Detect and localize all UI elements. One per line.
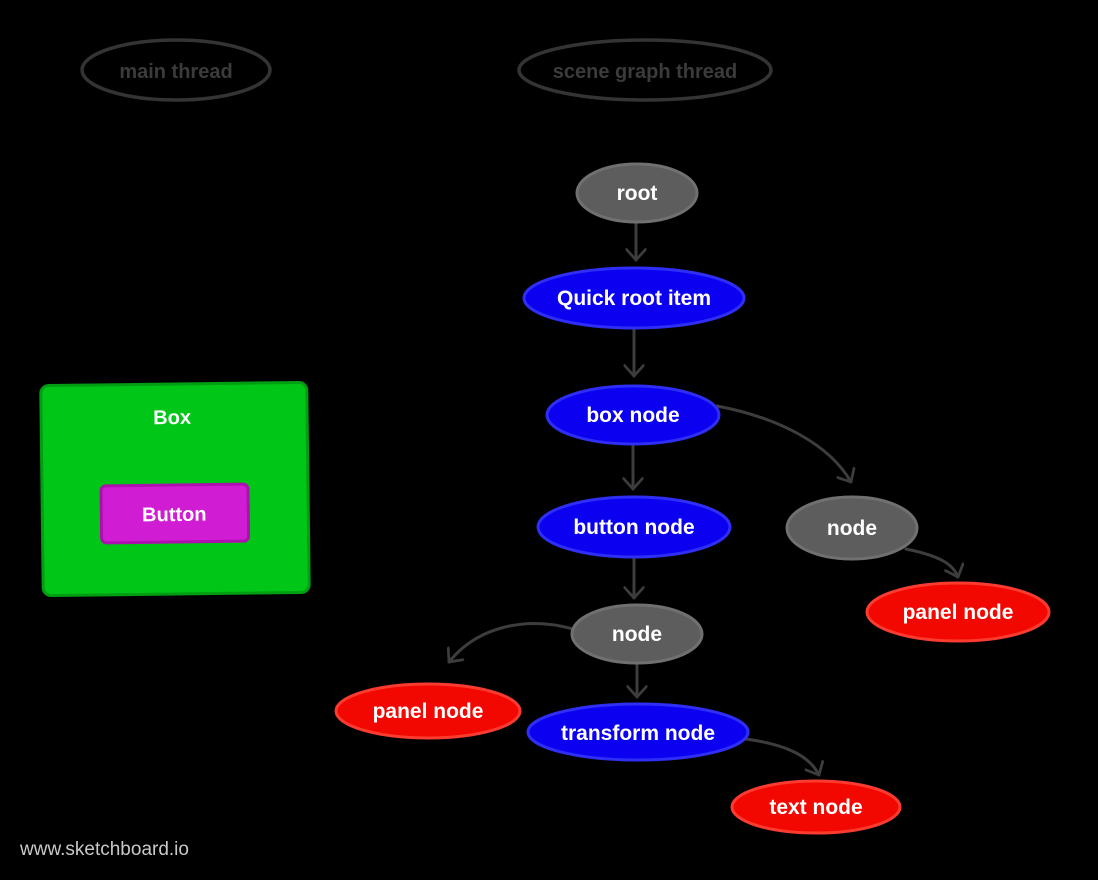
node-text-node-label: text node [769,796,862,819]
ui-preview-group: Box Button [39,380,311,598]
node-panel-node-right-label: panel node [903,601,1014,624]
node-root-ellipse[interactable] [575,162,699,224]
node-button-node-ellipse[interactable] [536,495,732,559]
node-button-node-label: button node [573,516,694,539]
node-box-node[interactable]: box node [545,384,721,446]
node-transform-node[interactable]: transform node [526,702,750,762]
edge-node-right-to-panel-node-right[interactable] [904,547,958,579]
node-panel-node-right[interactable]: panel node [865,581,1051,643]
node-transform-node-ellipse[interactable] [526,702,750,762]
node-box-node-label: box node [586,404,679,427]
node-quick-root-item-label: Quick root item [557,287,711,310]
node-text-node-ellipse[interactable] [730,779,902,835]
node-mid[interactable]: node [570,603,704,665]
node-mid-ellipse[interactable] [570,603,704,665]
scene-graph-thread-shape[interactable]: scene graph thread [517,38,773,102]
box-label: Box [153,407,191,429]
button-shape[interactable] [99,482,251,545]
node-right-label: node [827,517,877,540]
node-panel-node-left[interactable]: panel node [334,682,522,740]
main-thread-shape[interactable]: main thread [80,38,272,102]
node-mid-label: node [612,623,662,646]
node-root[interactable]: root [575,162,699,224]
node-quick-root-item[interactable]: Quick root item [522,266,746,330]
node-right[interactable]: node [785,495,919,561]
scene-graph-thread-label: scene graph thread [553,61,738,83]
node-button-node[interactable]: button node [536,495,732,559]
node-panel-node-left-ellipse[interactable] [334,682,522,740]
node-text-node[interactable]: text node [730,779,902,835]
node-root-label: root [617,182,658,205]
sketchboard-watermark: www.sketchboard.io [19,839,189,860]
edge-box-node-to-node-right[interactable] [715,404,851,484]
node-right-ellipse[interactable] [785,495,919,561]
main-thread-label: main thread [119,61,232,83]
node-panel-node-left-label: panel node [373,700,484,723]
scene-graph-thread-ellipse[interactable] [517,38,773,102]
node-transform-node-label: transform node [561,722,715,745]
node-quick-root-item-ellipse[interactable] [522,266,746,330]
button-label: Button [142,504,207,527]
edge-transform-node-to-text-node[interactable] [744,737,819,777]
edge-node-mid-to-panel-node-left[interactable] [449,622,575,664]
node-box-node-ellipse[interactable] [545,384,721,446]
node-panel-node-right-ellipse[interactable] [865,581,1051,643]
main-thread-ellipse[interactable] [80,38,272,102]
